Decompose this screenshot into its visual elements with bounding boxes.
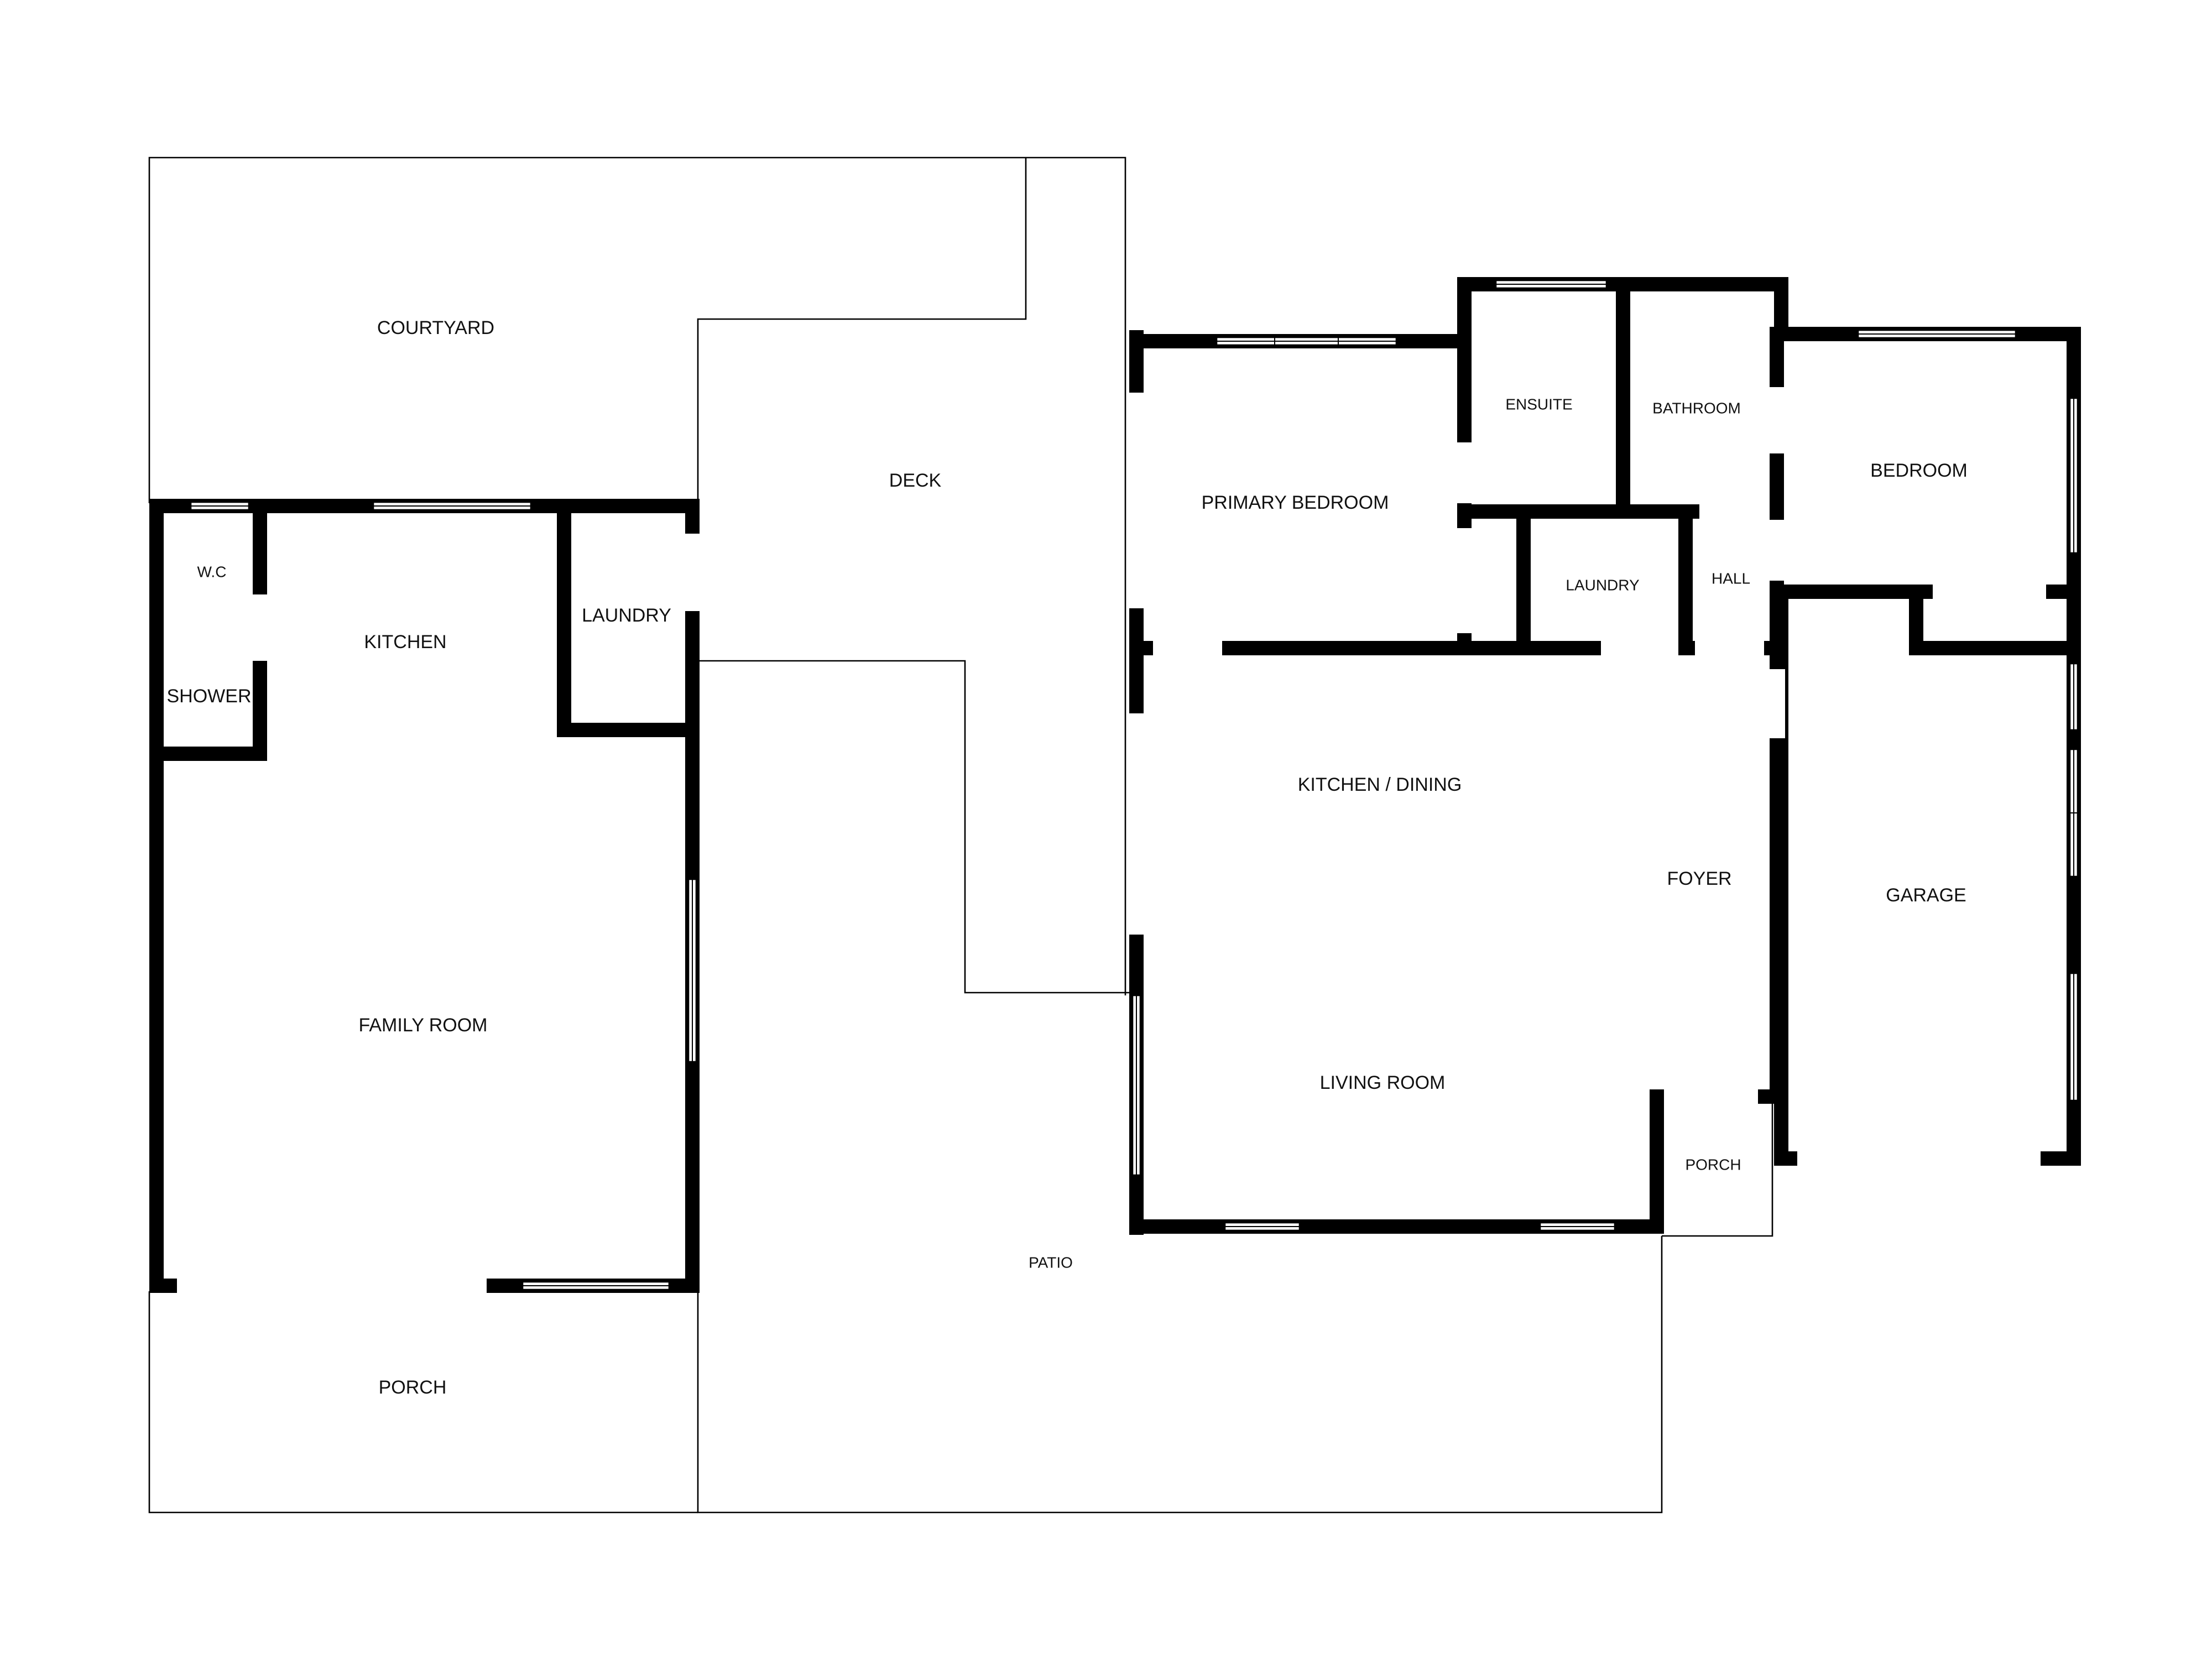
label-porch-bottom: PORCH: [379, 1377, 447, 1398]
porch-bottom-outline: [148, 1291, 698, 1514]
patio-outline: [697, 1236, 1663, 1514]
window-bedroom-north: [1857, 329, 2017, 339]
porch-small-outline: [1662, 1098, 1773, 1237]
window-living-west: [1131, 994, 1141, 1176]
label-hall: HALL: [1712, 570, 1750, 587]
label-courtyard: COURTYARD: [377, 317, 494, 338]
window-family-south: [521, 1281, 670, 1291]
label-bedroom: BEDROOM: [1870, 460, 1968, 481]
label-porch-small: PORCH: [1685, 1156, 1741, 1173]
deck-patio-divider: [698, 660, 1133, 994]
window-garage-east-3: [2069, 972, 2079, 1102]
label-bathroom: BATHROOM: [1652, 399, 1741, 416]
wc-wall: [149, 499, 267, 761]
label-kitchen: KITCHEN: [364, 632, 446, 653]
window-garage-east-2: [2069, 748, 2079, 878]
window-wc: [190, 501, 250, 511]
laundry-left-wall: [557, 499, 700, 737]
label-deck: DECK: [889, 470, 942, 491]
window-garage-east-1: [2069, 662, 2079, 731]
label-garage: GARAGE: [1886, 885, 1966, 906]
window-family-east: [687, 878, 697, 1063]
outdoor-outlines: [148, 156, 1773, 1514]
label-kitchen-dining: KITCHEN / DINING: [1298, 774, 1462, 795]
label-laundry-left: LAUNDRY: [582, 605, 671, 626]
label-primary-bedroom: PRIMARY BEDROOM: [1202, 492, 1389, 513]
bedroom-bottom-wall: [1774, 585, 2081, 655]
label-laundry-center: LAUNDRY: [1566, 576, 1640, 593]
label-patio: PATIO: [1029, 1254, 1073, 1271]
room-labels: COURTYARD DECK PRIMARY BEDROOM ENSUITE B…: [167, 317, 1968, 1398]
window-ensuite: [1495, 279, 1608, 289]
label-wc: W.C: [197, 563, 227, 580]
windows: [190, 279, 2079, 1291]
window-bedroom-east: [2069, 397, 2079, 554]
courtyard-step-line: [697, 158, 1027, 661]
main-house-south-wall: [1129, 1089, 1664, 1234]
label-ensuite: ENSUITE: [1505, 395, 1572, 413]
window-living-south-1: [1224, 1222, 1301, 1232]
window-kitchen: [372, 501, 532, 511]
window-living-south-2: [1539, 1222, 1616, 1232]
label-living-room: LIVING ROOM: [1320, 1072, 1446, 1093]
window-primary-bedroom: [1215, 336, 1397, 346]
label-foyer: FOYER: [1667, 868, 1731, 889]
label-shower: SHOWER: [167, 686, 252, 707]
openings: [177, 387, 2046, 1294]
label-family-room: FAMILY ROOM: [358, 1015, 487, 1036]
courtyard-deck-outline: [148, 156, 1126, 995]
